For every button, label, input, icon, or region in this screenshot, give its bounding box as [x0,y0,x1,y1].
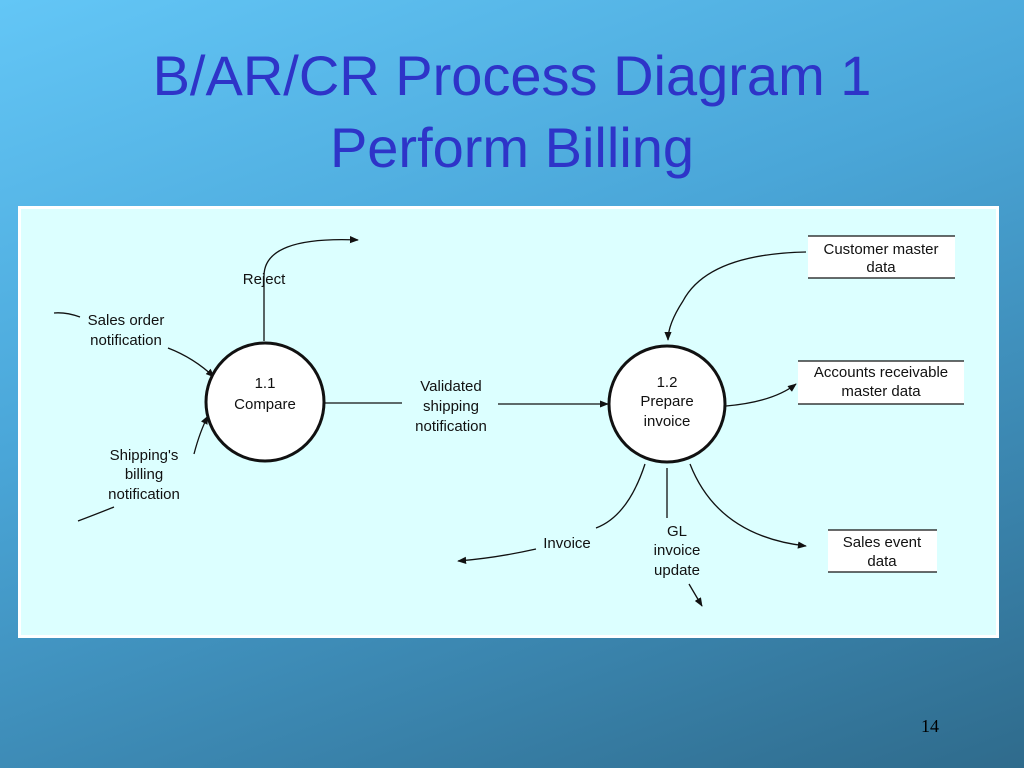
title-line-2: Perform Billing [329,116,695,179]
gl-update-flow-lower [688,583,703,607]
customer-master-flow [664,251,807,341]
process-compare-name: Compare [234,396,296,413]
data-store-sales-event-line2: data [867,553,897,570]
shipping-billing-flow [193,415,209,455]
data-store-sales-event: Sales event data [828,529,937,573]
invoice-flow-upper [595,463,646,529]
invoice-label: Invoice [543,535,591,552]
ar-master-flow [725,383,797,407]
data-store-customer-master-line1: Customer master [823,241,938,258]
data-store-customer-master: Customer master data [808,235,955,279]
process-prepare-invoice-id: 1.2 [657,374,678,391]
sales-order-flow-lead [53,312,81,318]
process-prepare-invoice: 1.2 Prepare invoice [607,344,727,464]
process-prepare-invoice-name-1: Prepare [640,393,693,410]
data-store-sales-event-line1: Sales event [843,534,922,551]
shipping-billing-label-2: billing [125,466,163,483]
shipping-billing-flow-lead [77,506,115,522]
slide-title: B/AR/CR Process Diagram 1 Perform Billin… [0,40,1024,184]
shipping-billing-label-1: Shipping's [110,447,179,464]
title-line-1: B/AR/CR Process Diagram 1 [152,44,872,107]
sales-order-label-1: Sales order [88,312,165,329]
validated-label-2: shipping [423,398,479,415]
data-store-ar-master-line2: master data [841,383,921,400]
process-diagram: 1.1 Compare 1.2 Prepare invoice Customer… [21,209,996,635]
sales-order-label-2: notification [90,332,162,349]
data-store-customer-master-line2: data [866,259,896,276]
validated-label-1: Validated [420,378,481,395]
sales-event-flow [689,463,807,549]
gl-update-label-1: GL [667,523,687,540]
reject-label: Reject [243,271,286,288]
sales-order-flow [167,347,215,378]
diagram-panel: 1.1 Compare 1.2 Prepare invoice Customer… [18,206,999,638]
data-store-ar-master-line1: Accounts receivable [814,364,948,381]
invoice-flow-lower [457,548,537,564]
data-store-ar-master: Accounts receivable master data [798,360,964,405]
process-compare-id: 1.1 [255,375,276,392]
process-compare: 1.1 Compare [204,341,326,463]
process-prepare-invoice-name-2: invoice [644,413,691,430]
validated-label-3: notification [415,418,487,435]
slide-number: 14 [921,716,939,736]
shipping-billing-label-3: notification [108,486,180,503]
reject-flow [263,236,359,341]
gl-update-label-3: update [654,562,700,579]
gl-update-label-2: invoice [654,542,701,559]
